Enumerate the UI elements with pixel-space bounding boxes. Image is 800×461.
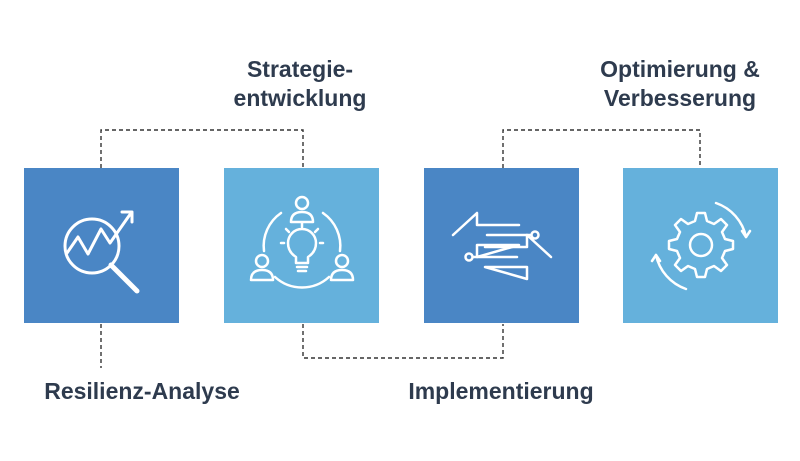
connector-implementation-optimization <box>502 129 701 168</box>
step-label-line: Optimierung & <box>600 56 760 82</box>
bidirectional-circuit-arrows-icon <box>451 211 552 280</box>
gear-cycle-icon <box>650 201 751 290</box>
tile-implementation <box>424 168 579 323</box>
connector-analysis-strategy <box>100 129 304 168</box>
step-label-resilience-analysis: Resilienz-Analyse <box>22 377 262 406</box>
team-idea-lightbulb-icon <box>249 195 354 289</box>
step-label-line: Strategie- <box>246 56 354 82</box>
step-label-strategy-development: Strategie- entwicklung <box>210 55 390 113</box>
connector-strategy-implementation <box>302 324 504 359</box>
step-label-line: Resilienz-Analyse <box>44 378 240 404</box>
tile-optimization-improvement <box>623 168 778 323</box>
chart-magnifier-icon <box>63 210 139 293</box>
step-label-line: Verbesserung <box>603 85 757 111</box>
tile-resilience-analysis <box>24 168 179 323</box>
step-label-line: entwicklung <box>233 85 367 111</box>
step-label-line: Implementierung <box>408 378 594 404</box>
tile-strategy-development <box>224 168 379 323</box>
step-label-optimization-improvement: Optimierung & Verbesserung <box>580 55 780 113</box>
step-label-implementation: Implementierung <box>396 377 606 406</box>
